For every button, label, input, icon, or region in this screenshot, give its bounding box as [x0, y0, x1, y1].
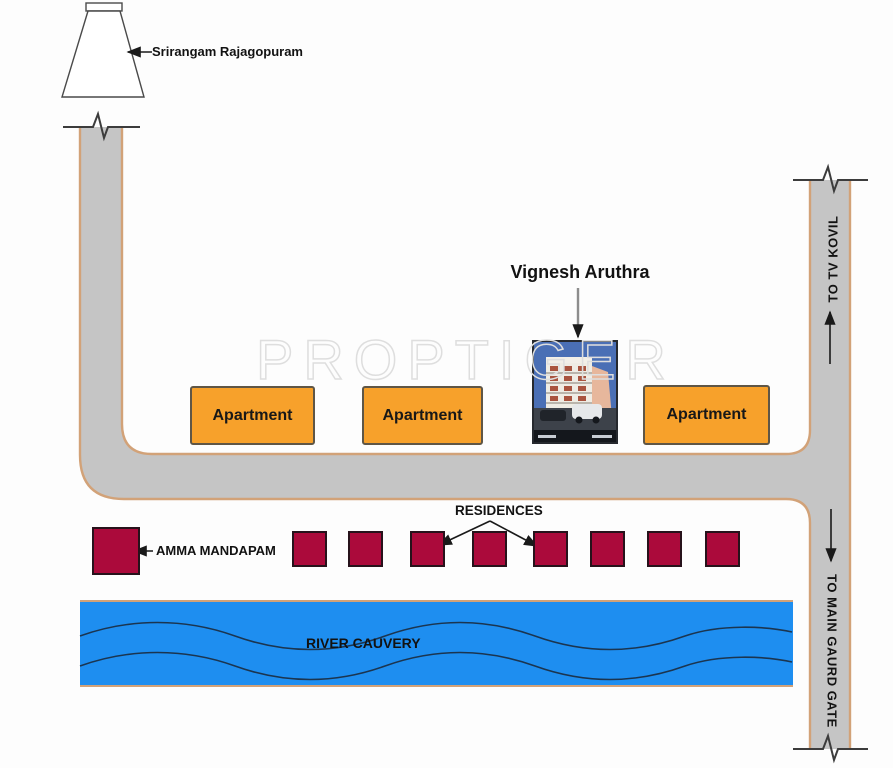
photo-car — [540, 410, 566, 421]
amma-mandapam-block — [92, 527, 140, 575]
residence-square — [348, 531, 383, 567]
proptiger-watermark: PROPTIGER — [255, 327, 676, 392]
road-break-bottom-right — [793, 732, 868, 764]
residences-pointer-arrow-left — [437, 520, 491, 546]
residence-square — [410, 531, 445, 567]
residence-square — [590, 531, 625, 567]
photo-caption-mark-left — [538, 435, 556, 438]
river-band — [80, 601, 793, 686]
photo-illustration — [534, 342, 616, 442]
residence-square — [533, 531, 568, 567]
building-windows — [550, 366, 586, 401]
river-wave-top — [79, 621, 793, 651]
residence-square — [705, 531, 740, 567]
building-parapet — [546, 357, 592, 363]
residences-label: RESIDENCES — [455, 503, 543, 518]
apartment-block-1: Apartment — [190, 386, 315, 445]
photo-bottom-strip — [534, 430, 616, 442]
road-break-top-right — [793, 163, 868, 195]
river-label: RIVER CAUVERY — [306, 635, 421, 651]
residences-pointer-arrow-right — [489, 520, 539, 547]
photo-wheel — [592, 416, 600, 424]
building-floor-lines — [546, 372, 592, 404]
photo-wheel — [575, 416, 583, 424]
photo-caption-mark-right — [592, 435, 612, 438]
residence-square — [472, 531, 507, 567]
residence-square — [647, 531, 682, 567]
amma-mandapam-label: AMMA MANDAPAM — [156, 543, 276, 558]
gopuram-label: Srirangam Rajagopuram — [152, 44, 303, 59]
apartment-block-2: Apartment — [362, 386, 483, 445]
gopuram-top-icon — [85, 2, 123, 12]
residence-square — [292, 531, 327, 567]
apartment-block-3: Apartment — [643, 385, 770, 445]
river-wave-bottom — [79, 651, 793, 681]
gopuram-icon — [61, 10, 145, 98]
photo-suv — [572, 404, 602, 419]
to-tv-kovil-label: TO TV KOVIL — [825, 215, 841, 303]
road-edge-inner — [120, 127, 812, 456]
road-break-top-left — [63, 110, 140, 142]
project-label: Vignesh Aruthra — [510, 262, 650, 282]
to-main-gaurd-gate-label: TO MAIN GAURD GATE — [824, 574, 840, 728]
vignesh-aruthra-photo — [532, 340, 618, 444]
road-edge-outer — [78, 127, 812, 749]
